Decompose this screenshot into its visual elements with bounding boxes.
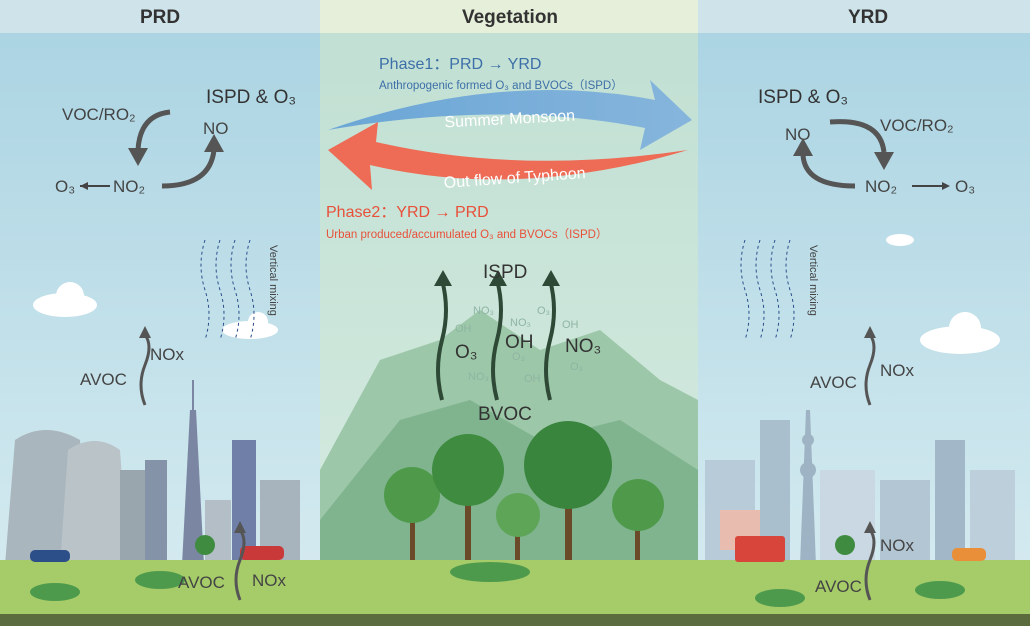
yrd-cycle-title: ISPD & O₃ <box>758 87 848 108</box>
prd-vertical-mixing-icon <box>200 239 255 341</box>
header-strip-left <box>0 0 320 33</box>
truck-red <box>735 536 785 562</box>
yrd-no-label: NO <box>785 125 811 144</box>
car-orange <box>952 548 986 561</box>
phase1-subtitle: Anthropogenic formed O₃ and BVOCs（ISPD） <box>379 79 623 92</box>
faint-species: O₃ <box>537 305 550 317</box>
faint-species: O₃ <box>512 351 525 363</box>
car-red <box>240 546 284 560</box>
cycle-arrow-icon <box>800 154 856 189</box>
faint-species: NO₃ <box>510 317 531 329</box>
faint-species: OH <box>455 323 472 335</box>
ispd-label: ISPD <box>483 262 527 283</box>
prd-nox-lower: NOx <box>252 571 287 590</box>
prd-voc-label: VOC/RO₂ <box>62 105 136 124</box>
yrd-no-cycle: ISPD & O₃ VOC/RO₂ NO NO₂ O₃ <box>758 87 975 196</box>
cycle-arrow-icon <box>161 149 217 189</box>
prd-nox-upper: NOx <box>150 345 185 364</box>
yrd-o3-label: O₃ <box>955 177 975 196</box>
faint-species: NO₃ <box>468 371 489 383</box>
header-prd: PRD <box>140 7 180 28</box>
faint-species: NO₃ <box>473 305 494 317</box>
bvoc-arrowheads <box>434 270 560 286</box>
yrd-no2-label: NO₂ <box>865 177 897 196</box>
yrd-avoc-lower: AVOC <box>815 577 862 596</box>
yrd-voc-label: VOC/RO₂ <box>880 116 954 135</box>
phase2-title: Phase2：YRD → PRD <box>326 204 489 221</box>
summer-monsoon-arrow <box>328 80 692 150</box>
yrd-nox-lower: NOx <box>880 536 915 555</box>
phase1-title: Phase1：PRD → YRD <box>379 56 541 73</box>
faint-species: OH <box>562 319 579 331</box>
header-vegetation: Vegetation <box>462 7 558 28</box>
header-yrd: YRD <box>848 7 888 28</box>
header-strip-right <box>698 0 1030 33</box>
summer-monsoon-label: Summer Monsoon <box>444 108 575 132</box>
bvoc-uplift-arrows-icon <box>436 279 556 401</box>
prd-no2-label: NO₂ <box>113 177 145 196</box>
forest-trees <box>195 421 855 570</box>
header-strip-center <box>320 0 698 33</box>
faint-species: OH <box>524 373 541 385</box>
prd-no-cycle: ISPD & O₃ VOC/RO₂ NO NO₂ O₃ <box>55 87 296 196</box>
emission-arrows-icon <box>139 334 876 601</box>
prd-o3-label: O₃ <box>55 177 75 196</box>
prd-cycle-title: ISPD & O₃ <box>206 87 296 108</box>
faint-species: O₃ <box>570 361 583 373</box>
bvoc-label: BVOC <box>478 404 532 425</box>
yrd-vertical-mixing-icon <box>740 239 795 341</box>
cycle-arrow-icon <box>829 119 887 153</box>
emission-arrowheads <box>139 326 876 533</box>
yrd-nox-upper: NOx <box>880 361 915 380</box>
yrd-vertical-mixing-label: Vertical mixing <box>807 245 819 316</box>
cycle-arrow-icon <box>135 109 171 151</box>
yrd-avoc-upper: AVOC <box>810 373 857 392</box>
prd-avoc-lower: AVOC <box>178 573 225 592</box>
oh-label: OH <box>505 332 534 353</box>
no3-label: NO₃ <box>565 336 601 357</box>
prd-vertical-mixing-label: Vertical mixing <box>267 245 279 316</box>
bushes <box>30 562 965 607</box>
typhoon-outflow-arrow <box>328 122 688 190</box>
prd-no-label: NO <box>203 119 229 138</box>
phase2-subtitle: Urban produced/accumulated O₃ and BVOCs（… <box>326 228 607 241</box>
prd-city <box>5 380 300 565</box>
ground-edge <box>0 614 1030 626</box>
prd-avoc-upper: AVOC <box>80 370 127 389</box>
o3-label: O₃ <box>455 342 478 363</box>
car-blue <box>30 550 70 562</box>
